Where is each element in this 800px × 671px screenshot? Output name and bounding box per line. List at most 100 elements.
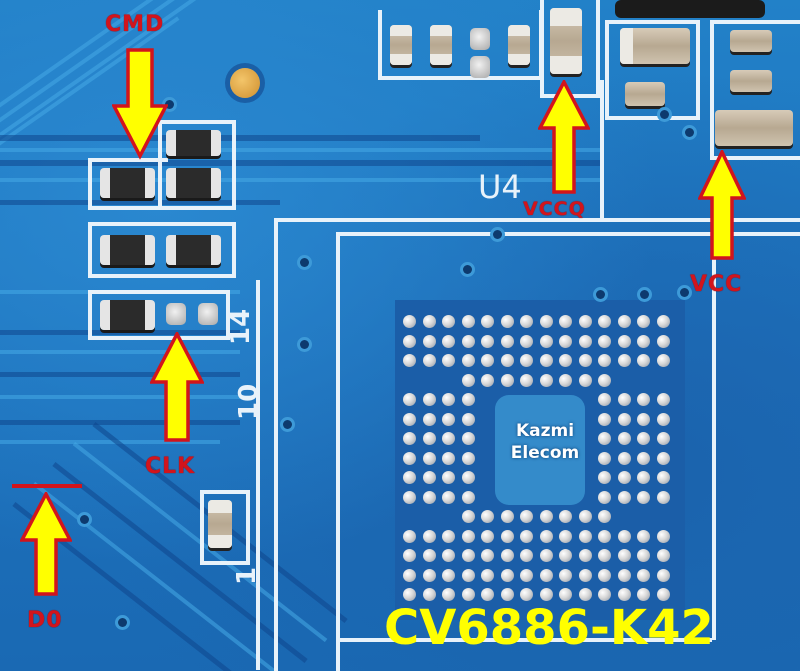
smd-capacitor <box>430 25 452 65</box>
silkscreen-outline <box>88 290 230 340</box>
bga-ball <box>617 315 631 328</box>
bga-ball <box>403 490 416 504</box>
bga-ball <box>539 510 553 523</box>
cmd-arrow-icon <box>112 48 168 160</box>
bga-ball <box>500 588 514 601</box>
vcc-label: VCC <box>690 272 743 297</box>
silkscreen-number-14: 14 <box>226 308 256 345</box>
bga-ball <box>500 373 514 387</box>
bga-ball <box>481 354 494 367</box>
clk-test-pad <box>166 303 186 325</box>
bga-ball <box>617 393 631 406</box>
silkscreen-outline <box>200 490 250 565</box>
bga-ball <box>598 315 611 328</box>
d0-arrow-icon <box>20 492 72 596</box>
via <box>463 265 472 274</box>
bga-ball <box>539 588 553 601</box>
pcb-trace <box>0 350 240 354</box>
silkscreen-line <box>340 638 712 642</box>
silkscreen-outline <box>710 20 800 160</box>
bga-ball <box>500 334 514 348</box>
bga-ball <box>422 490 436 504</box>
via <box>685 128 694 137</box>
bga-ball <box>617 334 631 348</box>
bga-ball <box>403 549 416 562</box>
bga-ball <box>598 549 611 562</box>
bga-ball <box>500 354 514 367</box>
bga-ball <box>598 451 611 465</box>
bga-ball <box>617 354 631 367</box>
bga-ball <box>403 568 416 582</box>
bga-ball <box>578 529 592 543</box>
bga-ball <box>520 549 533 562</box>
bga-ball <box>422 588 436 601</box>
via <box>80 515 89 524</box>
bga-ball <box>539 354 553 367</box>
solder-pad <box>470 28 490 50</box>
pcb-trace <box>0 372 240 377</box>
pcb-trace <box>0 200 280 205</box>
bga-ball <box>403 315 416 328</box>
cmd-label: CMD <box>105 12 165 37</box>
via <box>640 290 649 299</box>
bga-ball <box>617 588 631 601</box>
bga-ball <box>598 568 611 582</box>
bga-ball <box>539 529 553 543</box>
bga-ball <box>637 393 650 406</box>
bga-ball <box>578 354 592 367</box>
bga-ball <box>403 354 416 367</box>
bga-ball <box>461 451 475 465</box>
via <box>680 288 689 297</box>
bga-ball <box>520 510 533 523</box>
bga-ball <box>403 529 416 543</box>
d0-marker-line <box>12 484 82 488</box>
bga-ball <box>598 529 611 543</box>
bga-ball <box>442 432 455 445</box>
bga-ball <box>559 588 572 601</box>
pcb-trace <box>0 330 240 335</box>
bga-ball <box>481 315 494 328</box>
via <box>660 110 669 119</box>
bga-ball <box>442 315 455 328</box>
u4-outline-outer <box>274 218 800 671</box>
bga-ball <box>520 568 533 582</box>
bga-ball <box>461 354 475 367</box>
bga-ball <box>481 334 494 348</box>
bga-ball <box>461 412 475 426</box>
bga-ball <box>598 471 611 484</box>
bga-ball <box>656 490 670 504</box>
bga-ball <box>598 510 611 523</box>
smd-capacitor <box>730 30 772 52</box>
bga-ball <box>656 334 670 348</box>
bga-ball <box>539 315 553 328</box>
bga-ball <box>500 568 514 582</box>
bga-ball <box>442 568 455 582</box>
resistor-cmd <box>100 168 155 198</box>
bga-ball <box>442 451 455 465</box>
bga-ball <box>403 588 416 601</box>
bga-ball <box>442 334 455 348</box>
bga-ball <box>461 432 475 445</box>
d0-label: D0 <box>27 608 63 633</box>
bga-ball <box>520 315 533 328</box>
bga-ball <box>539 549 553 562</box>
via <box>283 420 292 429</box>
bga-ball <box>481 549 494 562</box>
clk-label: CLK <box>145 454 196 479</box>
bga-ball <box>637 412 650 426</box>
bga-ball <box>617 568 631 582</box>
bga-ball <box>461 529 475 543</box>
bga-ball <box>422 412 436 426</box>
bga-ball <box>617 432 631 445</box>
smd-capacitor <box>730 70 772 92</box>
bga-ball <box>403 334 416 348</box>
bga-ball <box>461 549 475 562</box>
resistor <box>166 130 221 156</box>
bga-ball <box>617 412 631 426</box>
bga-ball <box>442 529 455 543</box>
vccq-arrow-icon <box>538 80 590 194</box>
via <box>118 618 127 627</box>
bga-ball <box>442 354 455 367</box>
bga-ball <box>539 373 553 387</box>
